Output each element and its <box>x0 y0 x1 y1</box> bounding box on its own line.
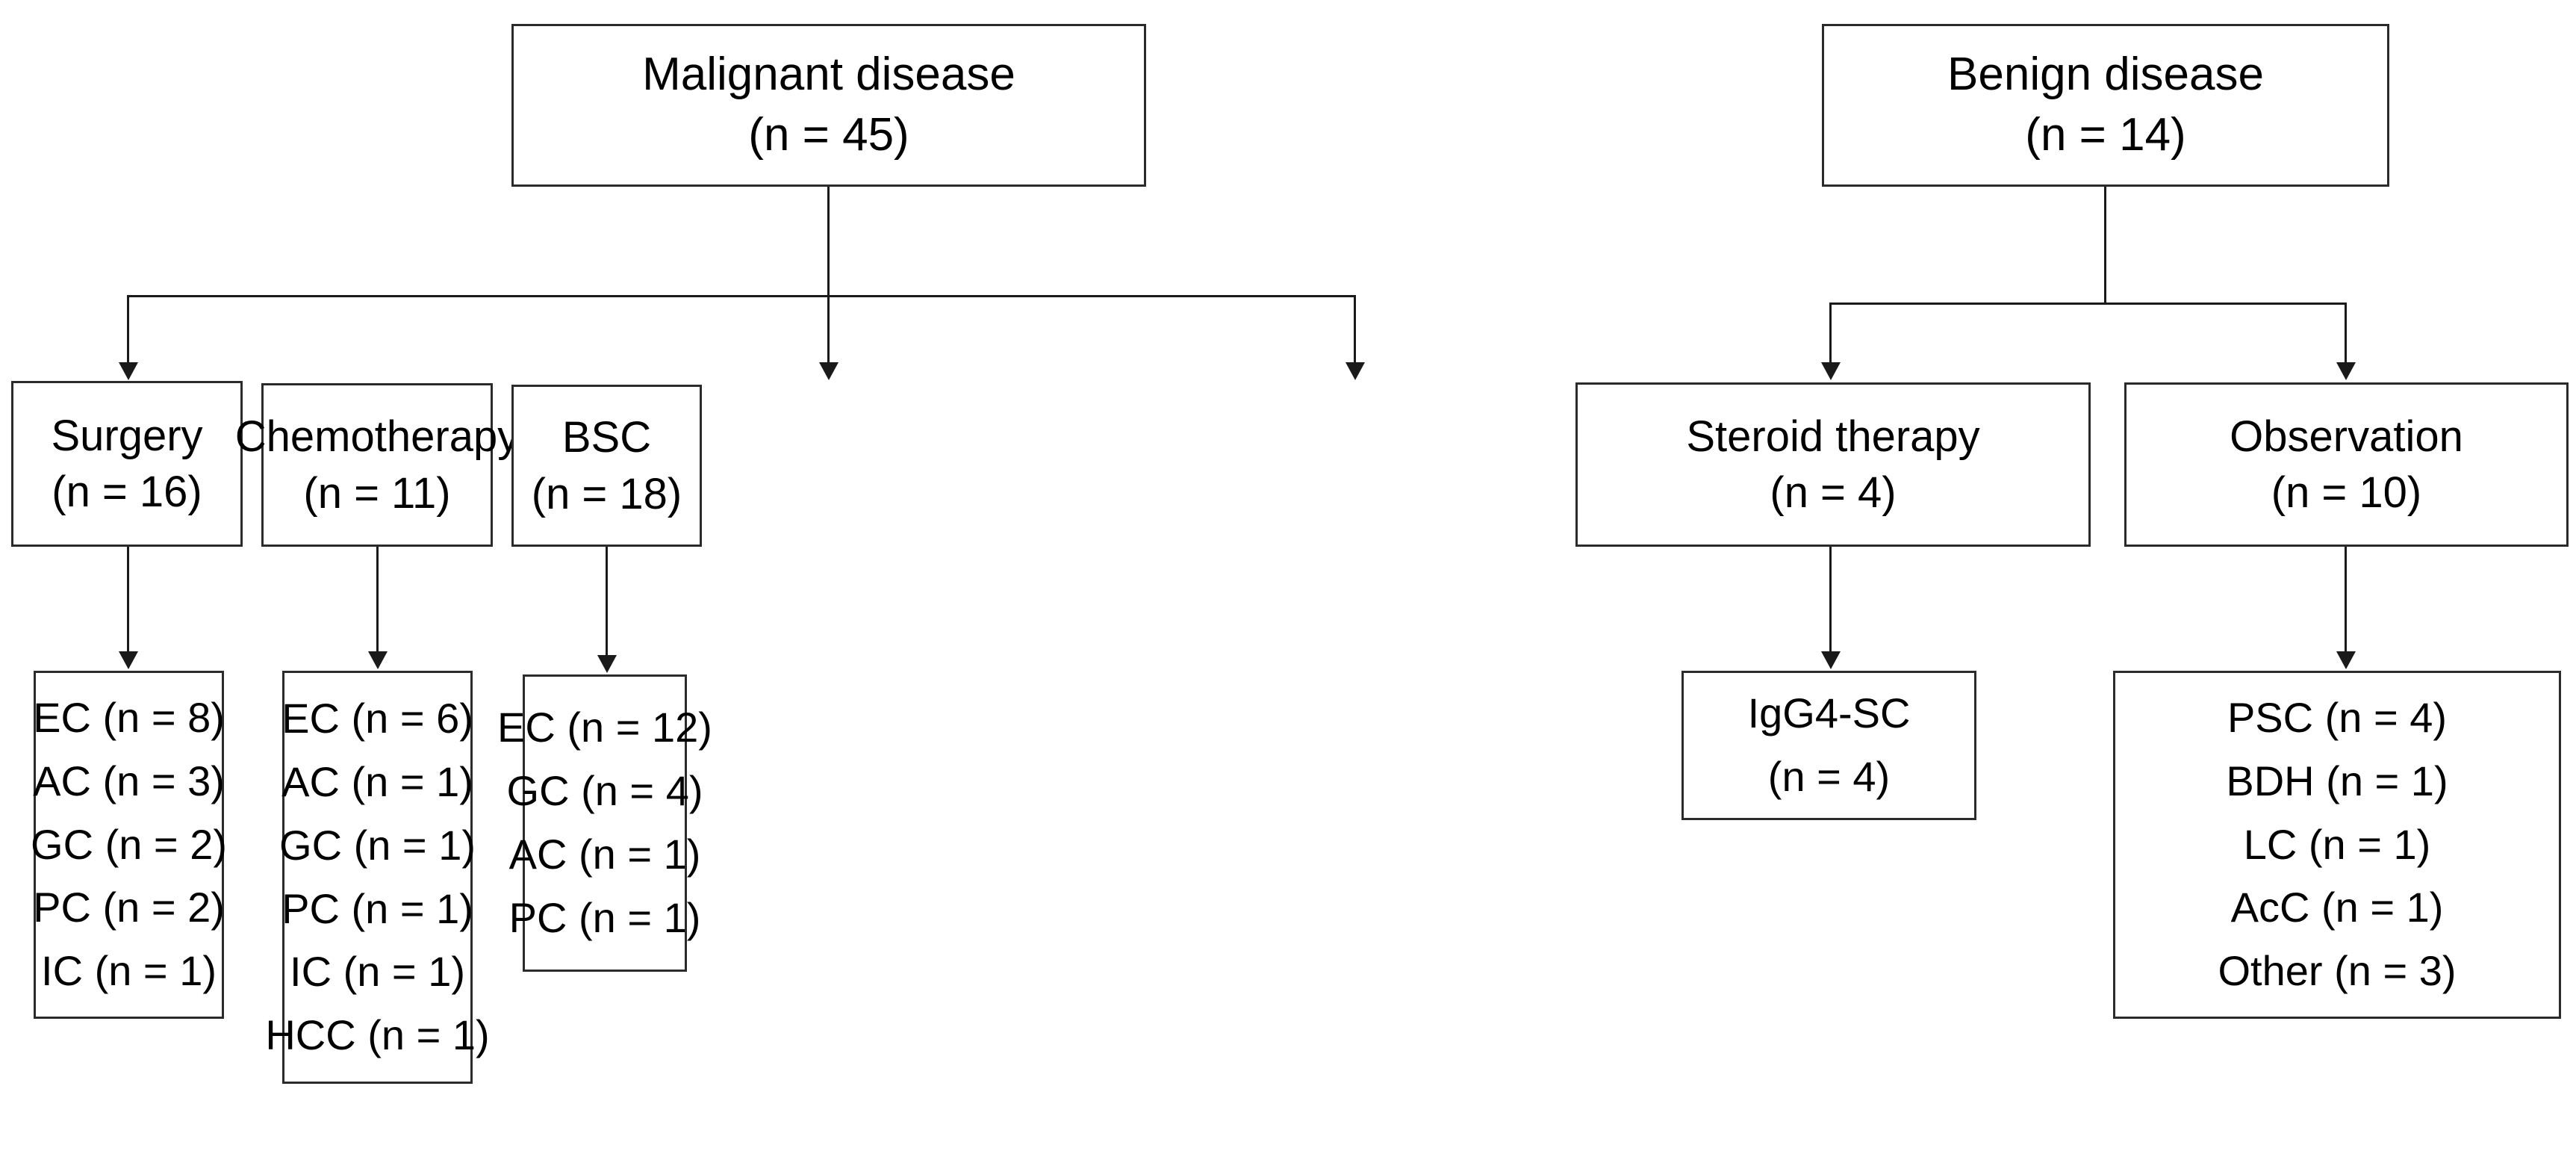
node-surgery-details: EC (n = 8) AC (n = 3) GC (n = 2) PC (n =… <box>31 671 227 1019</box>
connector-malignant-stem <box>827 187 830 295</box>
node-benign-disease: Benign disease (n = 14) <box>1822 24 2389 187</box>
node-count: (n = 14) <box>2025 109 2186 161</box>
detail-item: AC (n = 1) <box>281 757 473 805</box>
detail-item: PC (n = 1) <box>281 884 473 932</box>
detail-item: AC (n = 3) <box>33 757 225 804</box>
detail-item: AC (n = 1) <box>508 831 701 878</box>
detail-item: GC (n = 2) <box>31 820 227 868</box>
connector-drop-steroid-therapy <box>1829 303 1832 364</box>
node-title: Benign disease <box>1947 49 2264 101</box>
detail-item: BDH (n = 1) <box>2226 757 2448 804</box>
detail-item: IC (n = 1) <box>290 948 465 996</box>
connector-chemotherapy-to-details <box>376 547 379 653</box>
arrowhead-observation-icon <box>2336 362 2356 380</box>
node-title: Malignant disease <box>642 49 1015 101</box>
detail-item: (n = 4) <box>1767 753 1891 800</box>
node-surgery: Surgery (n = 16) <box>11 381 243 547</box>
arrowhead-bsc-icon <box>1345 362 1365 380</box>
detail-item: HCC (n = 1) <box>265 1011 490 1059</box>
connector-drop-observation <box>2345 303 2347 364</box>
detail-item: EC (n = 6) <box>281 695 473 742</box>
arrowhead-steroid-details-icon <box>1821 651 1841 669</box>
arrowhead-steroid-therapy-icon <box>1821 362 1841 380</box>
node-malignant-disease: Malignant disease (n = 45) <box>511 24 1146 187</box>
node-chemotherapy: Chemotherapy (n = 11) <box>235 383 519 547</box>
detail-item: EC (n = 8) <box>33 694 225 741</box>
connector-drop-surgery <box>127 295 129 364</box>
node-count: (n = 45) <box>748 109 909 161</box>
connector-drop-chemotherapy <box>827 295 830 364</box>
detail-item: IC (n = 1) <box>41 947 217 995</box>
node-title: Observation <box>2230 412 2463 461</box>
arrowhead-bsc-details-icon <box>597 655 617 673</box>
node-count: (n = 11) <box>303 468 451 518</box>
node-observation: Observation (n = 10) <box>2124 382 2569 547</box>
detail-item: Other (n = 3) <box>2218 947 2457 995</box>
arrowhead-observation-details-icon <box>2336 651 2356 669</box>
connector-malignant-bus-right <box>827 295 1356 297</box>
node-chemotherapy-details: EC (n = 6) AC (n = 1) GC (n = 1) PC (n =… <box>265 671 490 1084</box>
node-steroid-therapy-details: IgG4-SC (n = 4) <box>1681 671 1976 820</box>
arrowhead-surgery-icon <box>119 362 138 380</box>
detail-item: PC (n = 1) <box>508 893 701 941</box>
detail-item: PC (n = 2) <box>33 884 225 931</box>
detail-item: AcC (n = 1) <box>2230 884 2444 931</box>
connector-surgery-to-details <box>127 547 129 653</box>
connector-malignant-bus-left <box>127 295 829 297</box>
detail-item: EC (n = 12) <box>497 704 712 751</box>
connector-drop-bsc <box>1354 295 1356 364</box>
node-title: Surgery <box>51 411 203 460</box>
node-steroid-therapy: Steroid therapy (n = 4) <box>1575 382 2091 547</box>
node-title: Chemotherapy <box>234 412 520 462</box>
node-bsc: BSC (n = 18) <box>511 385 702 547</box>
node-count: (n = 10) <box>2271 468 2422 517</box>
detail-item: GC (n = 1) <box>279 821 476 869</box>
detail-item: PSC (n = 4) <box>2227 694 2448 741</box>
connector-steroid-therapy-to-details <box>1829 547 1832 653</box>
node-count: (n = 16) <box>52 468 202 516</box>
connector-observation-to-details <box>2345 547 2347 653</box>
connector-benign-bus-right <box>2104 303 2347 305</box>
detail-item: LC (n = 1) <box>2243 820 2431 868</box>
connector-benign-bus-left <box>1829 303 2106 305</box>
node-count: (n = 4) <box>1770 468 1897 517</box>
node-count: (n = 18) <box>531 469 682 518</box>
detail-item: IgG4-SC <box>1747 689 1911 737</box>
node-bsc-details: EC (n = 12) GC (n = 4) AC (n = 1) PC (n … <box>497 674 712 972</box>
arrowhead-surgery-details-icon <box>119 651 138 669</box>
arrowhead-chemotherapy-details-icon <box>368 651 388 669</box>
node-title: Steroid therapy <box>1686 412 1980 461</box>
detail-item: GC (n = 4) <box>506 767 703 815</box>
arrowhead-chemotherapy-icon <box>819 362 839 380</box>
node-observation-details: PSC (n = 4) BDH (n = 1) LC (n = 1) AcC (… <box>2113 671 2561 1019</box>
node-title: BSC <box>561 413 652 462</box>
connector-benign-stem <box>2104 187 2106 303</box>
connector-bsc-to-details <box>606 547 608 657</box>
